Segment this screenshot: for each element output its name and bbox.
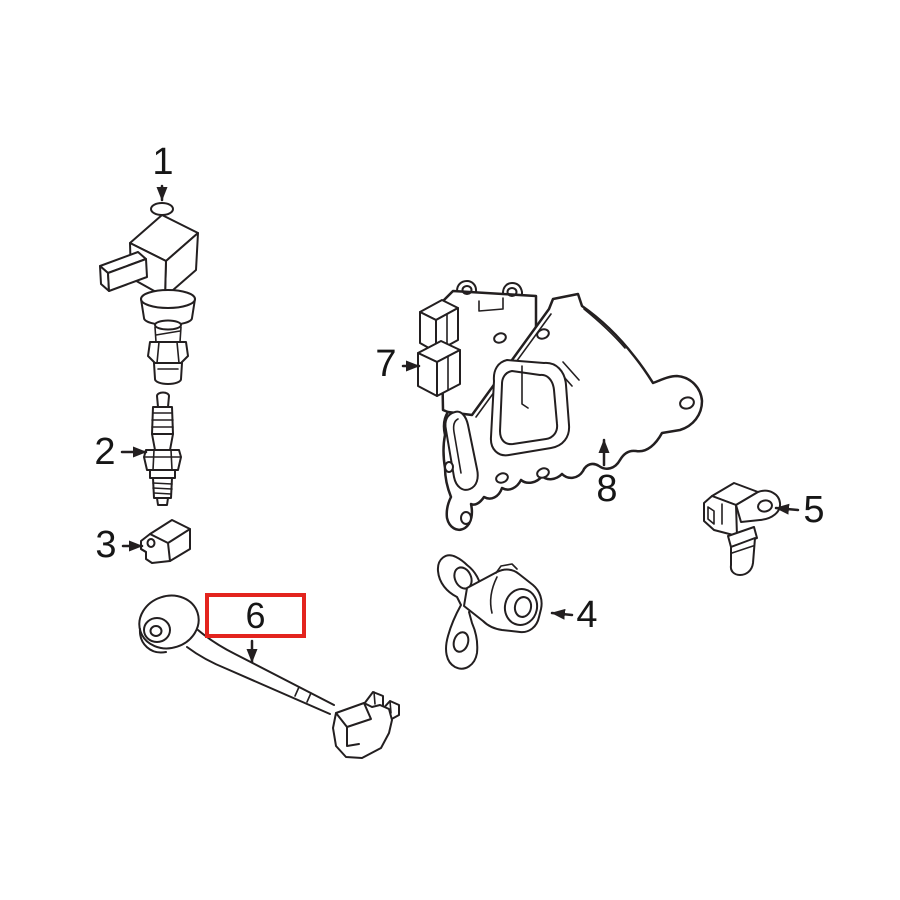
highlight-box-callout-6[interactable]: 6: [205, 593, 306, 638]
callout-arrows: [120, 184, 800, 664]
ecm-connector-block-2: [417, 340, 461, 397]
knock-sensor-drawing: [138, 594, 400, 759]
knock-sensor-wire: [186, 629, 335, 715]
spark-plug-drawing: [143, 391, 182, 506]
callout-4[interactable]: 4: [576, 594, 598, 636]
callout-4-arrow: [550, 608, 574, 620]
knock-sensor-connector: [332, 691, 400, 759]
callout-8[interactable]: 8: [596, 468, 618, 510]
callout-5[interactable]: 5: [803, 489, 825, 531]
camshaft-position-sensor-drawing: [436, 554, 543, 670]
knock-sensor-disc: [138, 594, 200, 650]
condenser-drawing: [140, 519, 191, 564]
ignition-coil-drawing: [99, 202, 199, 385]
callout-3[interactable]: 3: [95, 524, 117, 566]
callout-1[interactable]: 1: [152, 141, 174, 183]
callout-6-label: 6: [245, 594, 266, 636]
ecm-bracket-drawing: [442, 292, 704, 532]
callout-7[interactable]: 7: [375, 343, 397, 385]
callout-5-arrow: [774, 503, 800, 515]
crankshaft-position-sensor-drawing: [703, 482, 782, 576]
callout-2[interactable]: 2: [94, 431, 116, 473]
